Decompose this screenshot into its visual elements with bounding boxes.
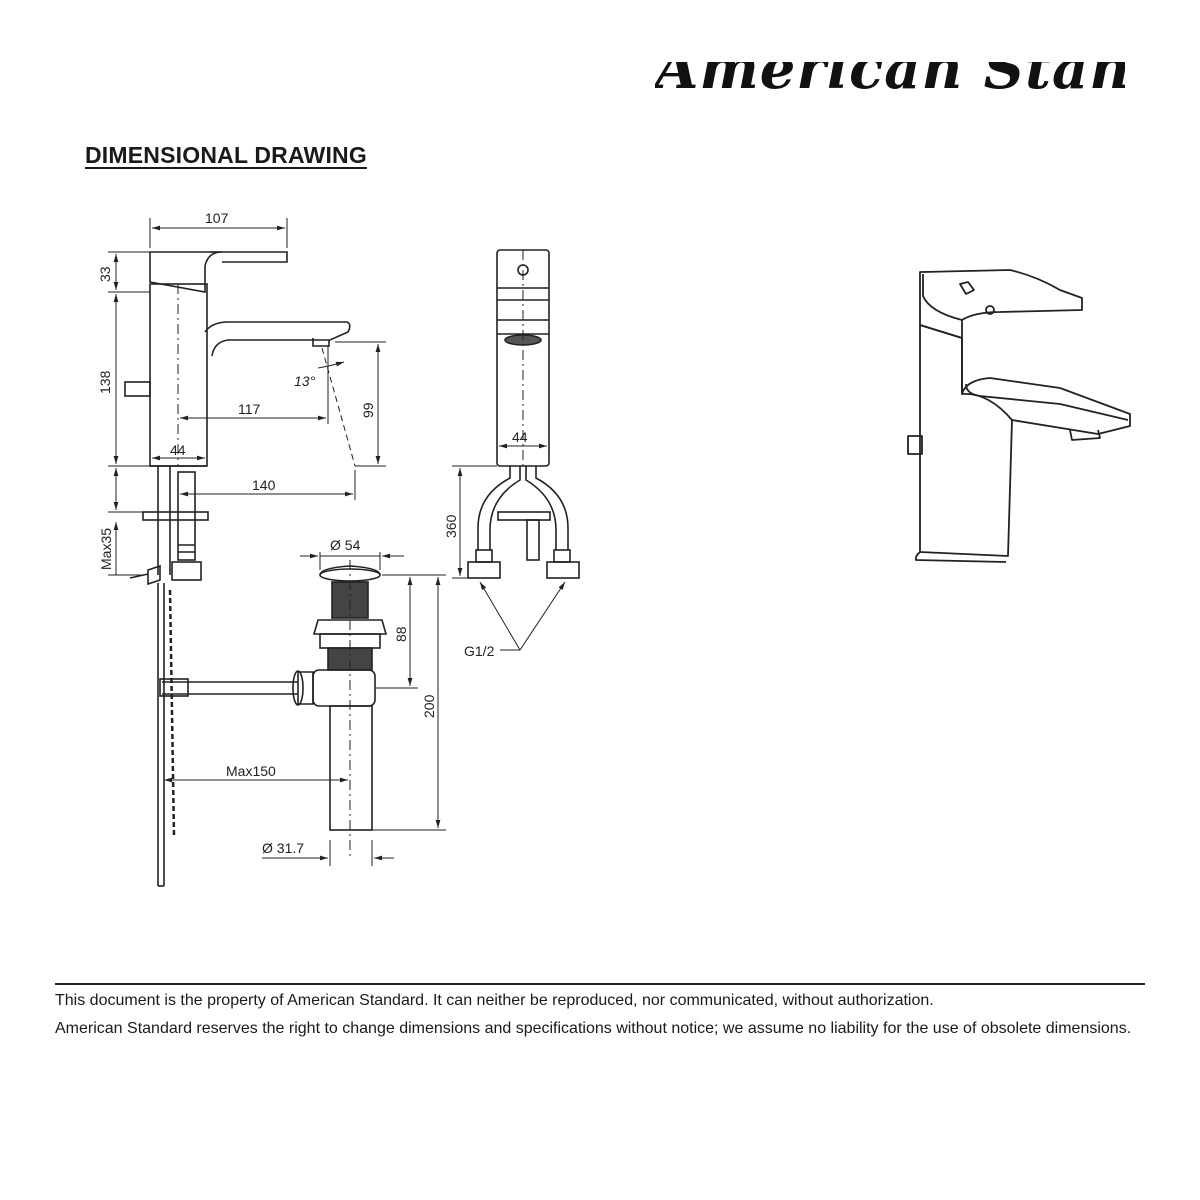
pop-up-waste xyxy=(292,560,388,860)
dim-107: 107 xyxy=(205,210,229,226)
dim-117: 117 xyxy=(238,401,261,417)
dim-max150: Max150 xyxy=(226,763,276,779)
dim-44-side: 44 xyxy=(170,442,186,458)
brand-logo-text: American Standard xyxy=(655,62,1125,102)
page-title: DIMENSIONAL DRAWING xyxy=(85,142,367,168)
dimensional-drawing: 107 33 138 13° 117 99 44 140 Max35 Ø 54 … xyxy=(97,210,1131,887)
footer-divider xyxy=(55,983,1145,985)
dim-33: 33 xyxy=(97,266,113,282)
dim-44-front: 44 xyxy=(512,429,528,445)
dim-140: 140 xyxy=(252,477,276,493)
dimension-lines xyxy=(108,218,566,866)
dim-138: 138 xyxy=(97,370,113,394)
front-view xyxy=(467,249,580,579)
dim-13-deg: 13° xyxy=(294,373,316,389)
dim-max35: Max35 xyxy=(98,528,114,570)
dim-g1-2: G1/2 xyxy=(464,643,495,659)
dim-dia-31-7: Ø 31.7 xyxy=(262,840,304,856)
brand-logo: American Standard xyxy=(655,62,1125,122)
dim-dia-54: Ø 54 xyxy=(330,537,361,553)
faucet-3d-view xyxy=(907,269,1131,563)
dim-200: 200 xyxy=(421,694,437,718)
dim-99: 99 xyxy=(360,402,376,418)
side-view xyxy=(124,251,356,887)
footer-disclaimer: American Standard reserves the right to … xyxy=(55,1020,1132,1037)
dim-360: 360 xyxy=(443,514,459,538)
footer-property-notice: This document is the property of America… xyxy=(55,992,934,1009)
dim-88: 88 xyxy=(393,626,409,642)
